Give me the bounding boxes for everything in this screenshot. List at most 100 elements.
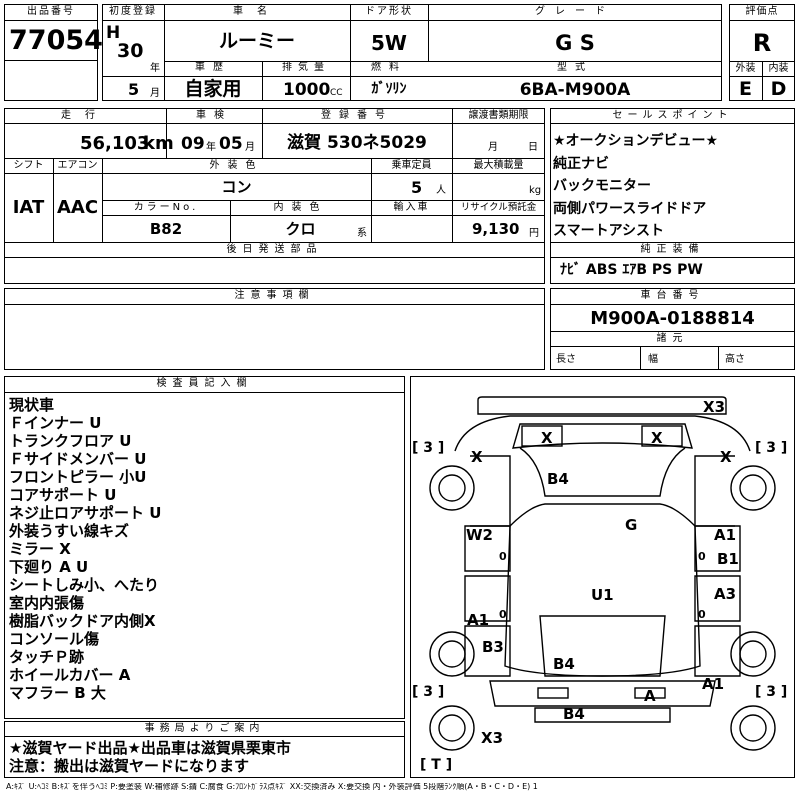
fuel: ｶﾞｿﾘﾝ bbox=[371, 81, 407, 97]
car-name: ルーミー bbox=[218, 30, 295, 52]
inspector-line: 現状車 bbox=[9, 396, 55, 414]
office-line: 注意：搬出は滋賀ヤードになります bbox=[9, 757, 250, 775]
int-label: 内装 bbox=[768, 63, 789, 74]
month-unit: 月 bbox=[150, 88, 160, 99]
air-conditioner: AAC bbox=[56, 197, 99, 218]
int-score: D bbox=[770, 78, 787, 100]
dims-label: 諸元 bbox=[656, 333, 689, 344]
length-label: 長さ bbox=[556, 354, 576, 365]
capacity-unit: 人 bbox=[436, 185, 446, 196]
history-label: 車歴 bbox=[195, 62, 231, 73]
damage-mark: 0 bbox=[499, 550, 507, 563]
office-line: ★滋賀ヤード出品★出品車は滋賀県栗東市 bbox=[9, 739, 291, 757]
color-no-label: カラーNo. bbox=[133, 202, 199, 213]
plate-number: 滋賀 530ネ5029 bbox=[287, 133, 427, 153]
inspector-line: シートしみ小、へたり bbox=[9, 576, 160, 594]
damage-mark: A1 bbox=[714, 526, 737, 544]
inspector-line: ネジ止ロアサポート U bbox=[9, 504, 162, 522]
door-label: ドア形状 bbox=[365, 6, 413, 17]
score-label: 評価点 bbox=[745, 6, 779, 17]
inspector-line: Ｆサイドメンバー U bbox=[9, 450, 147, 468]
damage-mark: A bbox=[644, 687, 656, 705]
inspector-line: コアサポート U bbox=[9, 486, 117, 504]
inspector-line: 外装うすい線キズ bbox=[9, 522, 130, 540]
interior-color: クロ bbox=[285, 220, 316, 238]
plate-label: 登録番号 bbox=[321, 110, 393, 121]
later-parts-label: 後日発送部品 bbox=[226, 244, 323, 255]
inspector-line: タッチＰ跡 bbox=[9, 648, 85, 666]
capacity: 5 bbox=[411, 178, 423, 197]
damage-mark: X bbox=[541, 429, 553, 447]
damage-mark: B4 bbox=[563, 705, 585, 723]
yen-unit: 円 bbox=[529, 228, 539, 239]
sales-points-list: ★オークションデビュー★ 純正ナビ バックモニター 両側パワースライドドア スマ… bbox=[553, 130, 718, 243]
sales-point: バックモニター bbox=[553, 178, 651, 194]
car-name-label: 車名 bbox=[233, 6, 281, 17]
damage-mark: B3 bbox=[482, 638, 504, 656]
model-code: 6BA-M900A bbox=[519, 80, 631, 100]
notes-label: 注意事項欄 bbox=[234, 290, 315, 301]
notes-box bbox=[4, 288, 545, 370]
reg-label: 初度登録 bbox=[109, 6, 157, 17]
damage-mark: X bbox=[720, 448, 732, 466]
damage-mark: X3 bbox=[481, 729, 504, 747]
damage-mark: X bbox=[651, 429, 663, 447]
office-notes: ★滋賀ヤード出品★出品車は滋賀県栗東市 注意：搬出は滋賀ヤードになります bbox=[9, 739, 291, 775]
color-label: 外装色 bbox=[209, 160, 264, 171]
displacement: 1000 bbox=[283, 80, 331, 100]
mileage: 56,103 bbox=[80, 133, 150, 154]
damage-mark: A1 bbox=[467, 611, 490, 629]
door-type: 5W bbox=[371, 31, 407, 55]
interior-color-label: 内装色 bbox=[273, 202, 328, 213]
inspector-line: ホイールカバー A bbox=[9, 666, 131, 684]
capacity-label: 乗車定員 bbox=[391, 160, 432, 171]
transfer-month: 月 bbox=[488, 142, 498, 153]
lot-label: 出品番号 bbox=[27, 6, 75, 17]
inspector-box bbox=[4, 376, 405, 719]
damage-mark: X3 bbox=[703, 398, 726, 416]
ext-label: 外装 bbox=[735, 63, 756, 74]
import-label: 輸入車 bbox=[393, 202, 430, 213]
vehicle-info-box bbox=[4, 108, 545, 284]
history: 自家用 bbox=[184, 78, 242, 100]
cc-unit: CC bbox=[330, 88, 343, 98]
chassis-label: 車台番号 bbox=[640, 290, 705, 301]
damage-mark: U1 bbox=[591, 586, 614, 604]
reg-month: 5 bbox=[128, 80, 140, 99]
reg-year: 30 bbox=[117, 40, 144, 62]
damage-mark: G bbox=[625, 516, 638, 534]
tire-count-rear-right: [ 3 ] bbox=[755, 684, 788, 700]
inspector-title: 検査員記入欄 bbox=[156, 378, 253, 389]
damage-mark: 0 bbox=[698, 550, 706, 563]
width-label: 幅 bbox=[648, 354, 658, 365]
inspector-line: マフラー B 大 bbox=[9, 684, 106, 702]
load-label: 最大積載量 bbox=[473, 160, 524, 171]
inspector-notes: 現状車 Ｆインナー U トランクフロア U Ｆサイドメンバー U フロントピラー… bbox=[9, 396, 161, 702]
exterior-color: コン bbox=[221, 178, 252, 196]
inspector-line: 室内内張傷 bbox=[9, 594, 85, 612]
damage-mark: A1 bbox=[702, 675, 725, 693]
sales-point: ★オークションデビュー★ bbox=[553, 133, 719, 149]
sales-point: 両側パワースライドドア bbox=[553, 200, 707, 217]
damage-mark: B4 bbox=[553, 655, 575, 673]
inspector-line: コンソール傷 bbox=[9, 630, 100, 648]
insp-month: 05 bbox=[219, 134, 243, 154]
damage-mark: B1 bbox=[717, 550, 739, 568]
damage-mark: 0 bbox=[698, 608, 706, 621]
year-unit: 年 bbox=[150, 63, 160, 74]
color-number: B82 bbox=[149, 220, 183, 238]
legend: A:ｷｽﾞ U:ﾍｺﾐ B:ｷｽﾞを伴うﾍｺﾐ P:要塗装 W:補修跡 S:錆 … bbox=[6, 783, 538, 791]
inspection-label: 車検 bbox=[196, 110, 232, 121]
shift-label: シフト bbox=[13, 160, 44, 171]
chassis-number: M900A-0188814 bbox=[590, 308, 755, 329]
recycle-label: リサイクル預託金 bbox=[460, 202, 537, 213]
inspector-line: トランクフロア U bbox=[9, 432, 132, 450]
inspector-line: 下廻り A U bbox=[9, 558, 89, 576]
transfer-day: 日 bbox=[528, 142, 538, 153]
shift: IAT bbox=[12, 197, 45, 218]
transfer-label: 譲渡書類期限 bbox=[468, 110, 529, 121]
chassis-box bbox=[550, 288, 795, 370]
spare-tire-label: [ T ] bbox=[420, 757, 453, 773]
damage-mark: W2 bbox=[466, 526, 493, 544]
equip-label: 純正装備 bbox=[640, 244, 705, 255]
